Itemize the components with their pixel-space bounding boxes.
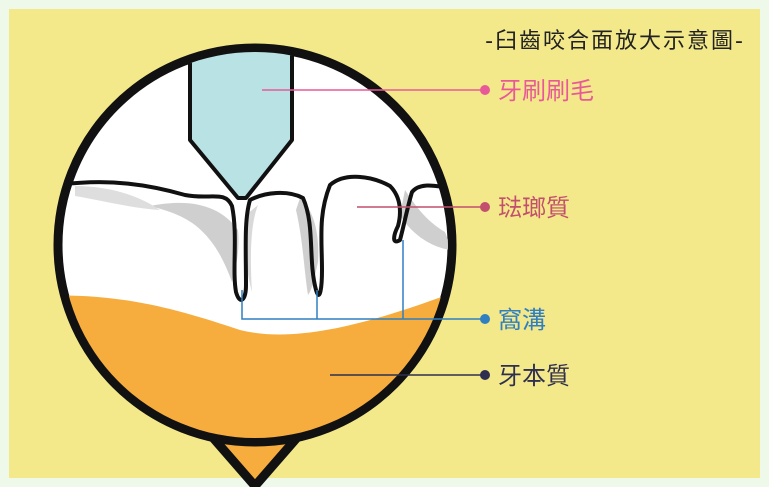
- enamel-shadow-left: [150, 202, 239, 282]
- label-fissure: 窩溝: [498, 306, 546, 334]
- tooth-surface-outline: [62, 174, 448, 302]
- diagram-title: -臼齒咬合面放大示意圖-: [485, 29, 745, 54]
- toothbrush-bristle: [188, 52, 294, 200]
- label-enamel: 琺瑯質: [498, 194, 570, 222]
- leader-bristle: [262, 85, 490, 95]
- enamel-shadow-right: [400, 190, 448, 250]
- label-bristle: 牙刷刷毛: [498, 77, 594, 105]
- label-dentin: 牙本質: [498, 362, 570, 390]
- enamel-shadow-far-left: [75, 186, 160, 210]
- leader-fissure: [241, 240, 490, 324]
- leader-dentin: [330, 370, 490, 380]
- leader-enamel: [357, 202, 490, 212]
